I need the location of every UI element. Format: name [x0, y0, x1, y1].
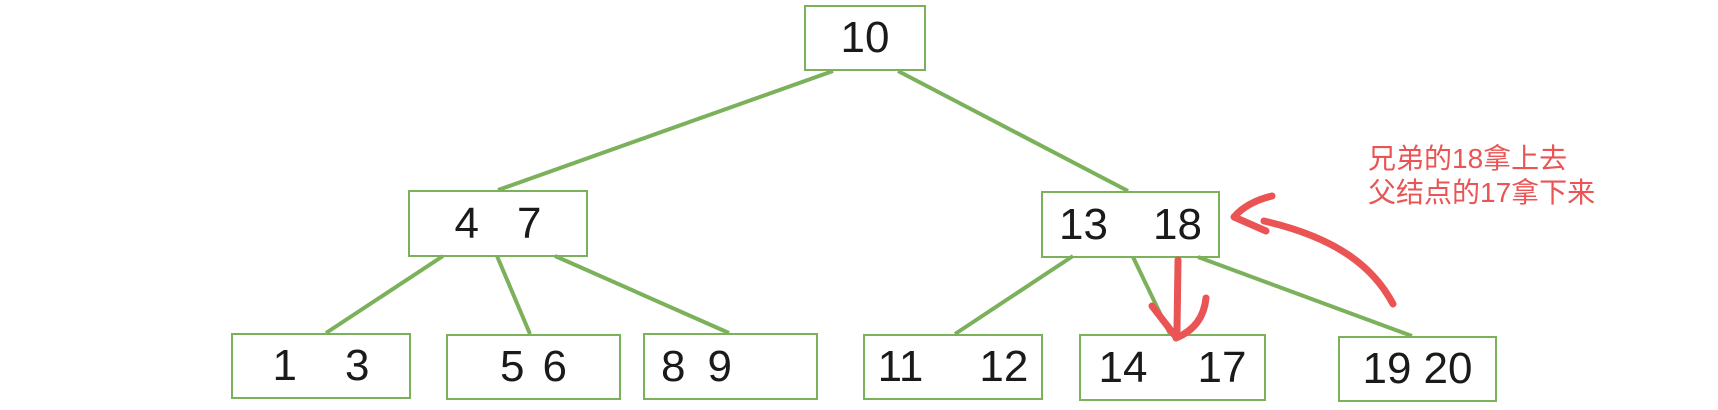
edge-4-7-to-5-6: [495, 255, 532, 335]
edge-4-7-to-1-3: [324, 254, 445, 335]
edge-10-to-4-7: [497, 69, 834, 192]
node-key: 12: [979, 342, 1029, 391]
node-key: 9: [707, 341, 732, 391]
node-key: 5: [500, 342, 525, 391]
node-key: 20: [1423, 344, 1473, 393]
red-down-arrow-shaft: [1173, 256, 1182, 335]
node-key: 7: [517, 198, 542, 248]
edge-4-7-to-8-9: [554, 254, 730, 335]
node-key: 13: [1059, 199, 1108, 249]
edge-13-18-to-14-17: [1131, 256, 1172, 335]
edge-13-18-to-19-20: [1197, 255, 1413, 338]
annotation-line-1: 兄弟的18拿上去: [1368, 143, 1568, 174]
node-key: 14: [1098, 342, 1148, 392]
tree-node-4-7: 4 7: [408, 190, 588, 257]
tree-node-1-3: 1 3: [231, 333, 411, 399]
tree-node-10: 10: [804, 5, 926, 71]
node-key: 18: [1153, 199, 1202, 249]
tree-node-11-12: 11 12: [863, 334, 1043, 400]
tree-node-5-6: 5 6: [446, 334, 621, 400]
red-down-arrow: [1148, 256, 1210, 342]
node-key: 19: [1362, 344, 1412, 393]
red-curved-arrow-shaft: [1260, 217, 1397, 308]
tree-node-13-18: 13 18: [1041, 191, 1220, 258]
red-down-arrow-right-barb: [1172, 294, 1210, 342]
node-key: 4: [454, 198, 479, 248]
annotation-line-2: 父结点的17拿下来: [1368, 177, 1596, 208]
node-key: 8: [661, 341, 686, 391]
node-key: 6: [542, 342, 567, 391]
edge-13-18-to-11-12: [953, 254, 1075, 336]
tree-node-14-17: 14 17: [1079, 334, 1266, 401]
red-curved-arrow-head: [1230, 192, 1276, 235]
node-key: 17: [1197, 342, 1247, 392]
node-key: 11: [877, 342, 924, 391]
red-down-arrow-left-barb: [1148, 302, 1180, 341]
red-curved-arrow: [1230, 192, 1397, 308]
node-key: 3: [345, 341, 370, 390]
node-key: 1: [272, 341, 297, 390]
tree-node-19-20: 19 20: [1338, 336, 1497, 402]
annotation-text: 兄弟的18拿上去 父结点的17拿下来: [1368, 142, 1595, 210]
node-key: 10: [840, 13, 890, 62]
edge-10-to-13-18: [897, 69, 1129, 193]
tree-node-8-9: 8 9: [643, 333, 818, 400]
